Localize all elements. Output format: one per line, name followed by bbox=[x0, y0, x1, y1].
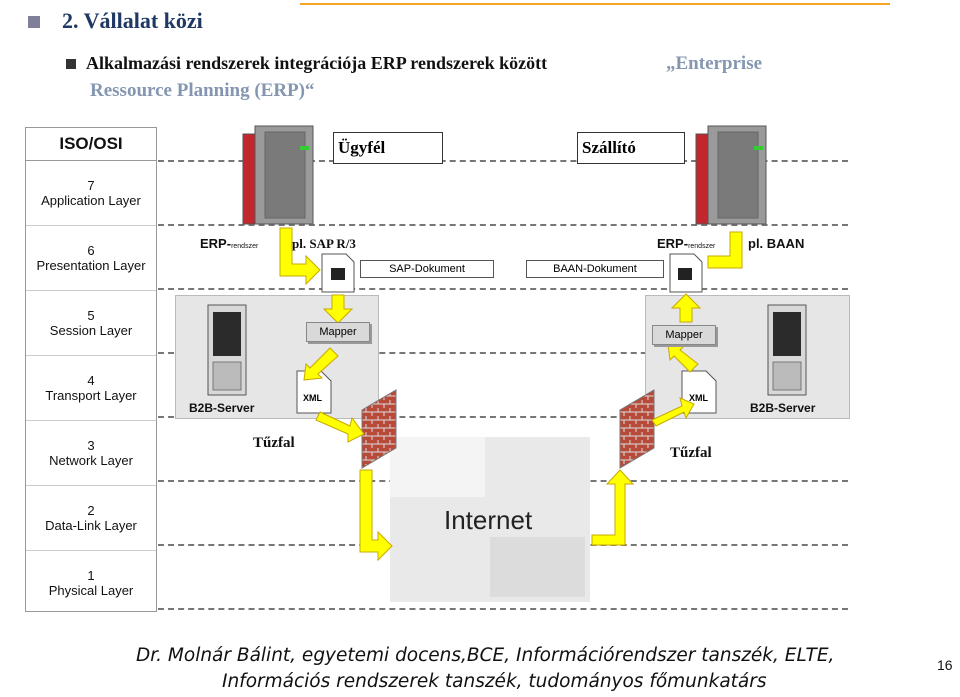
internet-cloud: Internet bbox=[390, 437, 590, 602]
layer-number: 5 bbox=[87, 308, 95, 323]
left-erp-label: ERP-rendszer bbox=[200, 236, 258, 251]
layer-number: 2 bbox=[87, 503, 95, 518]
layer-name: Presentation Layer bbox=[36, 258, 146, 273]
baan-document-label: BAAN-Dokument bbox=[526, 260, 664, 278]
layer-name: Network Layer bbox=[49, 453, 133, 468]
layer-separator bbox=[158, 224, 848, 226]
internet-label: Internet bbox=[444, 505, 533, 535]
subtitle-line2: Ressource Planning (ERP)“ bbox=[90, 80, 315, 101]
arrow-right-doc-to-erp bbox=[707, 231, 743, 269]
cloud-shade bbox=[390, 437, 485, 497]
osi-heading: ISO/OSI bbox=[26, 128, 156, 161]
layer-name: Physical Layer bbox=[48, 583, 134, 598]
cloud-shade bbox=[490, 537, 585, 597]
page-number: 16 bbox=[937, 657, 953, 673]
arrow-internet-to-right-firewall bbox=[591, 469, 635, 546]
layer-name: Transport Layer bbox=[45, 388, 137, 403]
sap-document-label: SAP-Dokument bbox=[360, 260, 494, 278]
left-mainframe-icon bbox=[242, 125, 314, 225]
right-mapper-box: Mapper bbox=[652, 325, 716, 345]
layer-name: Session Layer bbox=[49, 323, 133, 338]
arrow-right-xml-to-mapper bbox=[667, 343, 699, 373]
left-b2b-server-icon bbox=[207, 304, 247, 396]
layer-name: Application Layer bbox=[41, 193, 141, 208]
arrow-left-to-internet bbox=[359, 469, 393, 562]
layer-number: 1 bbox=[87, 568, 95, 583]
right-firewall-label: Tűzfal bbox=[670, 445, 712, 461]
left-firewall-icon bbox=[361, 389, 397, 469]
right-erp-label: ERP-rendszer bbox=[657, 236, 715, 251]
left-document-icon bbox=[321, 253, 355, 293]
subtitle-line1: Alkalmazási rendszerek integrációja ERP … bbox=[86, 53, 548, 73]
right-b2b-server-icon bbox=[767, 304, 807, 396]
layer-number: 3 bbox=[87, 438, 95, 453]
arrow-left-mapper-to-xml bbox=[303, 347, 339, 381]
arrow-right-firewall-to-xml bbox=[651, 397, 695, 427]
subtitle-quote: „Enterprise bbox=[666, 53, 763, 74]
right-document-icon bbox=[669, 253, 703, 293]
left-erp-example: pl. SAP R/3 bbox=[292, 236, 356, 251]
right-erp-example: pl. BAAN bbox=[748, 236, 805, 251]
right-firewall-icon bbox=[619, 389, 655, 469]
data-flow-arrows bbox=[279, 227, 743, 562]
erp-prefix: ERP- bbox=[200, 236, 232, 251]
right-xml-label: XML bbox=[689, 393, 708, 403]
supplier-label: Szállító bbox=[577, 132, 685, 164]
layer-name: Data-Link Layer bbox=[45, 518, 137, 533]
right-mainframe-icon bbox=[695, 125, 767, 225]
layer-number: 6 bbox=[87, 243, 95, 258]
layer-separator bbox=[158, 288, 848, 290]
layer-separator bbox=[158, 160, 848, 162]
right-server-label: B2B-Server bbox=[750, 401, 816, 415]
layer-separator bbox=[158, 416, 848, 418]
arrow-left-doc-to-mapper bbox=[322, 294, 354, 324]
header-rule bbox=[300, 3, 890, 5]
client-label: Ügyfél bbox=[333, 132, 443, 164]
left-xml-label: XML bbox=[303, 393, 322, 403]
left-firewall-label: Tűzfal bbox=[253, 435, 295, 451]
erp-prefix: ERP- bbox=[657, 236, 689, 251]
layer-separator bbox=[158, 352, 848, 354]
erp-small: rendszer bbox=[231, 243, 259, 250]
arrow-right-mapper-to-doc bbox=[670, 293, 702, 323]
left-server-label: B2B-Server bbox=[189, 401, 255, 415]
layer-separator bbox=[158, 608, 848, 610]
arrow-left-erp-to-doc bbox=[279, 227, 321, 286]
erp-small: rendszer bbox=[688, 243, 716, 250]
arrow-left-xml-to-firewall bbox=[315, 411, 365, 443]
footer-author-line1: Dr. Molnár Bálint, egyetemi docens,BCE, … bbox=[136, 645, 835, 666]
layer-number: 7 bbox=[87, 178, 95, 193]
subtitle-bullet-icon bbox=[66, 59, 76, 69]
footer-author-line2: Információs rendszerek tanszék, tudomány… bbox=[222, 671, 767, 692]
title-bullet-icon bbox=[28, 16, 40, 28]
slide-title: 2. Vállalat közi bbox=[62, 8, 203, 33]
left-mapper-box: Mapper bbox=[306, 322, 370, 342]
layer-number: 4 bbox=[87, 373, 95, 388]
